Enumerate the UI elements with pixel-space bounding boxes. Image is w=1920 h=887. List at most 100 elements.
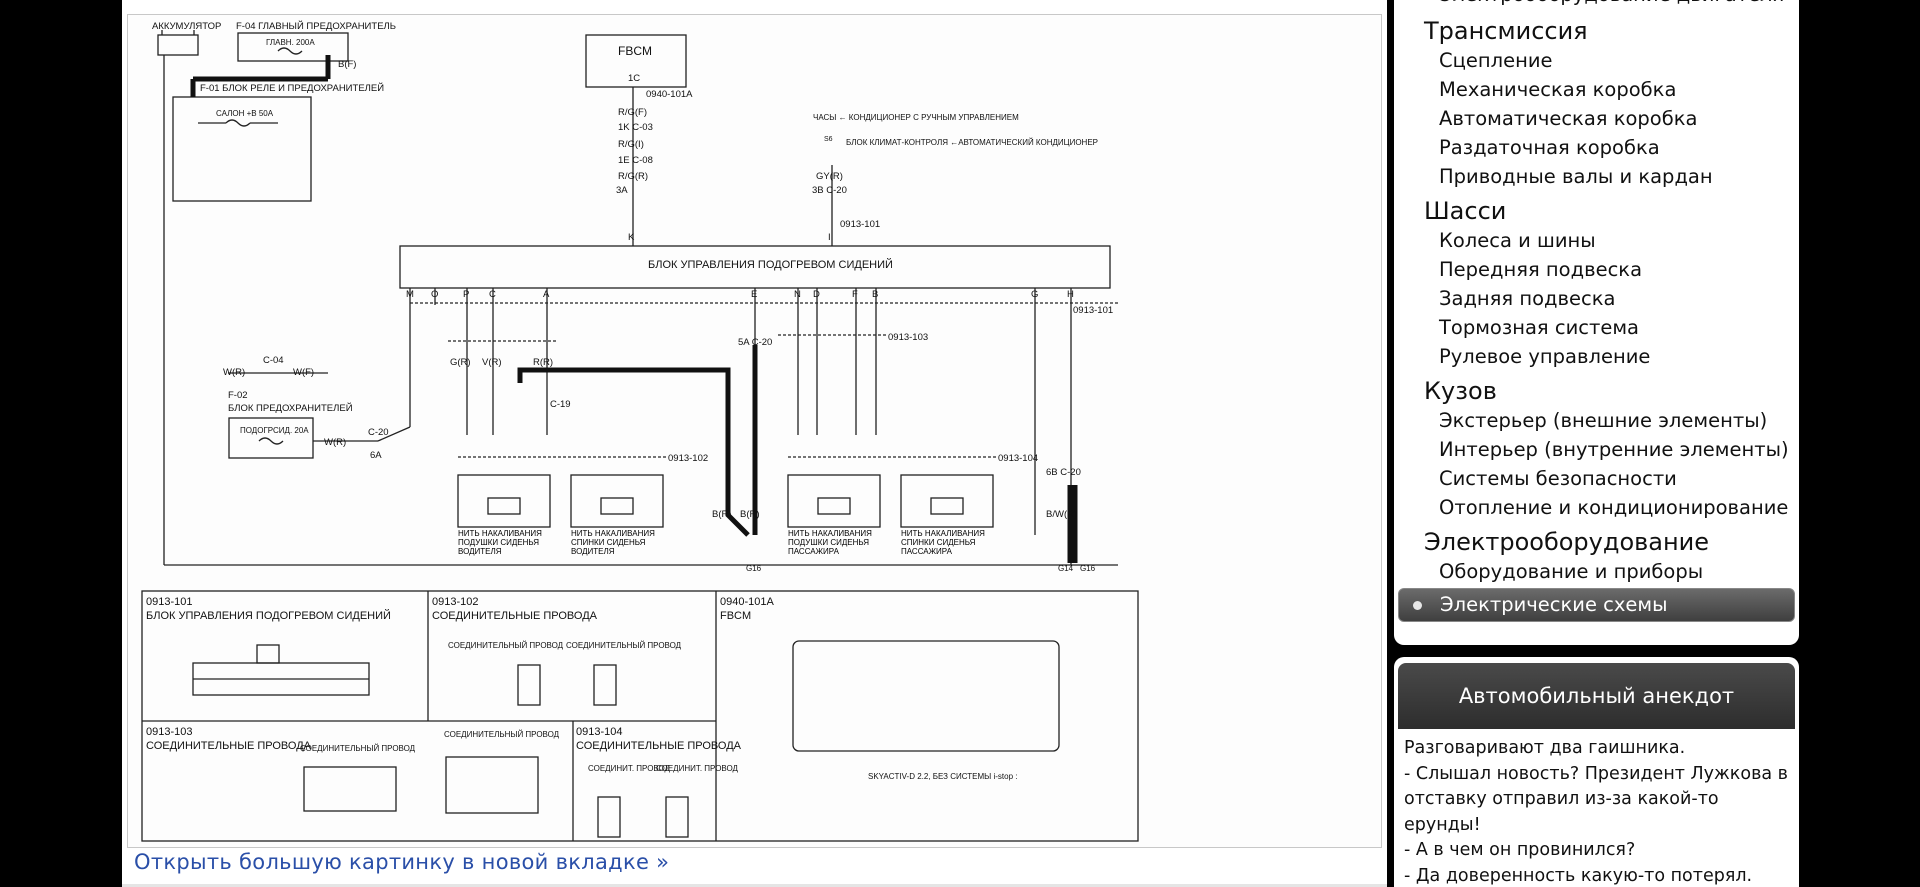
menu-item-manual-gearbox[interactable]: Механическая коробка [1439, 78, 1677, 101]
joke-line: - Да доверенность какую-то потерял. [1404, 865, 1753, 886]
tbl2-title: СОЕДИНИТЕЛЬНЫЕ ПРОВОДА [432, 610, 598, 622]
tbl2-sub-2: СОЕДИНИТЕЛЬНЫЙ ПРОВОД [566, 641, 682, 650]
pin-6a: 6A [370, 450, 382, 461]
menu-group-body[interactable]: Кузов [1424, 377, 1497, 405]
salon-fuse: САЛОН +В 50А [216, 109, 274, 118]
tbl2-code: 0913-102 [432, 596, 479, 608]
menu-item-steering[interactable]: Рулевое управление [1439, 345, 1651, 368]
pin-i: I [828, 232, 831, 243]
module-pin-g: G [1031, 289, 1038, 300]
menu-item-interior[interactable]: Интерьер (внутренние элементы) [1439, 438, 1789, 461]
module-pin-o: O [431, 289, 438, 300]
menu-item-hvac[interactable]: Отопление и кондиционирование [1439, 496, 1789, 519]
wiring-diagram[interactable]: АККУМУЛЯТОР F-04 ГЛАВНЫЙ ПРЕДОХРАНИТЕЛЬ … [127, 14, 1382, 848]
menu-item-clutch[interactable]: Сцепление [1439, 49, 1553, 72]
sidebar: Электрооборудование двигателя Трансмисси… [1394, 0, 1799, 887]
joke-text: Разговаривают два гаишника. - Слышал нов… [1394, 729, 1799, 887]
joke-line: - А в чем он провинился? [1404, 840, 1636, 860]
module-pin-f: F [852, 289, 858, 300]
tbl5-title: СОЕДИНИТЕЛЬНЫЕ ПРОВОДА [576, 740, 742, 752]
wire-vr: V(R) [482, 357, 502, 368]
menu-item-instruments[interactable]: Оборудование и приборы [1439, 560, 1704, 583]
module-pin-p: P [463, 289, 469, 300]
podogr-fuse: ПОДОГРСИД. 20А [240, 426, 309, 435]
category-menu: Электрооборудование двигателя Трансмисси… [1394, 0, 1799, 645]
f02-desc: БЛОК ПРЕДОХРАНИТЕЛЕЙ [228, 402, 353, 414]
tbl1-title: БЛОК УПРАВЛЕНИЯ ПОДОГРЕВОМ СИДЕНИЙ [146, 609, 391, 622]
wire-rgi: R/G(I) [618, 139, 644, 150]
conn-0913-102: 0913-102 [668, 453, 708, 464]
c20-6b: 6B C-20 [1046, 467, 1081, 478]
menu-group-transmission[interactable]: Трансмиссия [1424, 17, 1588, 45]
module-pin-h: H [1067, 289, 1074, 300]
menu-group-chassis[interactable]: Шасси [1424, 197, 1507, 225]
tbl3-code: 0940-101A [720, 596, 774, 608]
c08-label: 1E C-08 [618, 155, 653, 166]
menu-item-safety[interactable]: Системы безопасности [1439, 467, 1677, 490]
menu-item-wiring-diagrams[interactable]: Электрические схемы [1398, 588, 1795, 622]
c20-3b: 3B C-20 [812, 185, 847, 196]
module-pin-b: B [872, 289, 878, 300]
menu-item-front-suspension[interactable]: Передняя подвеска [1439, 258, 1643, 281]
joke-line: - Слышал новость? Президент Лужкова в от… [1404, 763, 1788, 835]
conn-0913-103: 0913-103 [888, 332, 928, 343]
module-pin-a: A [543, 289, 550, 300]
wire-rgf: R/G(F) [618, 107, 647, 118]
heater-4-label: НИТЬ НАКАЛИВАНИЯ СПИНКИ СИДЕНЬЯ ПАССАЖИР… [901, 529, 985, 556]
bf-label: B(F) [338, 59, 356, 70]
module-pin-d: D [813, 289, 820, 300]
menu-item-exterior[interactable]: Экстерьер (внешние элементы) [1439, 409, 1768, 432]
wire-rr: R(R) [533, 357, 553, 368]
joke-widget: Автомобильный анекдот Разговаривают два … [1394, 657, 1799, 887]
divider [122, 884, 1387, 887]
wire-bwr: B/W(R) [1046, 509, 1077, 520]
module-pin-n: N [794, 289, 801, 300]
tbl3-note: SKYACTIV-D 2.2, БЕЗ СИСТЕМЫ i-stop : [868, 772, 1017, 781]
tbl5-sub-2: СОЕДИНИТ. ПРОВОД [656, 764, 739, 773]
menu-item-engine-electrics[interactable]: Электрооборудование двигателя [1394, 0, 1799, 10]
c19-label: C-19 [550, 399, 571, 410]
open-large-image-link[interactable]: Открыть большую картинку в новой вкладке… [134, 850, 670, 874]
menu-item-auto-gearbox[interactable]: Автоматическая коробка [1439, 107, 1698, 130]
heater-1-label: НИТЬ НАКАЛИВАНИЯ ПОДУШКИ СИДЕНЬЯ ВОДИТЕЛ… [458, 529, 542, 556]
tbl4-sub: СОЕДИНИТЕЛЬНЫЙ ПРОВОД [300, 744, 416, 753]
g16-label: G16 [746, 564, 762, 573]
s6-label: S6 [824, 136, 833, 143]
f01-label: F-01 БЛОК РЕЛЕ И ПРЕДОХРАНИТЕЛЕЙ [200, 82, 384, 94]
menu-item-rear-suspension[interactable]: Задняя подвеска [1439, 287, 1616, 310]
module-label: БЛОК УПРАВЛЕНИЯ ПОДОГРЕВОМ СИДЕНИЙ [648, 258, 893, 271]
menu-item-driveshafts[interactable]: Приводные валы и кардан [1439, 165, 1713, 188]
wire-gyr: GY(R) [816, 171, 843, 182]
heater-3-label: НИТЬ НАКАЛИВАНИЯ ПОДУШКИ СИДЕНЬЯ ПАССАЖИ… [788, 529, 872, 556]
c04-label: C-04 [263, 355, 284, 366]
conn-0913-101: 0913-101 [840, 219, 880, 230]
module-pin-c: C [489, 289, 496, 300]
menu-item-brakes[interactable]: Тормозная система [1439, 316, 1639, 339]
tbl4-code: 0913-103 [146, 726, 193, 738]
wire-rgr: R/G(R) [618, 171, 648, 182]
f04-label: F-04 ГЛАВНЫЙ ПРЕДОХРАНИТЕЛЬ [236, 20, 396, 32]
menu-item-transfer-case[interactable]: Раздаточная коробка [1439, 136, 1660, 159]
conn-0940: 0940-101A [646, 89, 693, 100]
tbl5-code: 0913-104 [576, 726, 623, 738]
pin-1c: 1C [628, 73, 640, 84]
menu-item-wheels[interactable]: Колеса и шины [1439, 229, 1596, 252]
conn-0913-101-b: 0913-101 [1073, 305, 1113, 316]
menu-group-electrics[interactable]: Электрооборудование [1424, 528, 1710, 556]
g16-label-b: G16 [1080, 564, 1096, 573]
wire-gr: G(R) [450, 357, 471, 368]
fbcm-label: FBCM [618, 44, 652, 58]
wire-br-1: B(R) [712, 509, 732, 520]
g14-label: G14 [1058, 564, 1074, 573]
module-pin-m: M [406, 289, 414, 300]
tbl4-title: СОЕДИНИТЕЛЬНЫЕ ПРОВОДА [146, 740, 312, 752]
heater-2-label: НИТЬ НАКАЛИВАНИЯ СПИНКИ СИДЕНЬЯ ВОДИТЕЛЯ [571, 529, 655, 556]
f04-fuse: ГЛАВН. 200А [266, 38, 315, 47]
pin-k: K [628, 232, 635, 243]
battery-label: АККУМУЛЯТОР [152, 21, 221, 32]
module-pin-e: E [751, 289, 757, 300]
pin-3a: 3A [616, 185, 628, 196]
f02-label: F-02 [228, 390, 248, 401]
c20-6a: C-20 [368, 427, 389, 438]
main-content: АККУМУЛЯТОР F-04 ГЛАВНЫЙ ПРЕДОХРАНИТЕЛЬ … [122, 0, 1387, 887]
